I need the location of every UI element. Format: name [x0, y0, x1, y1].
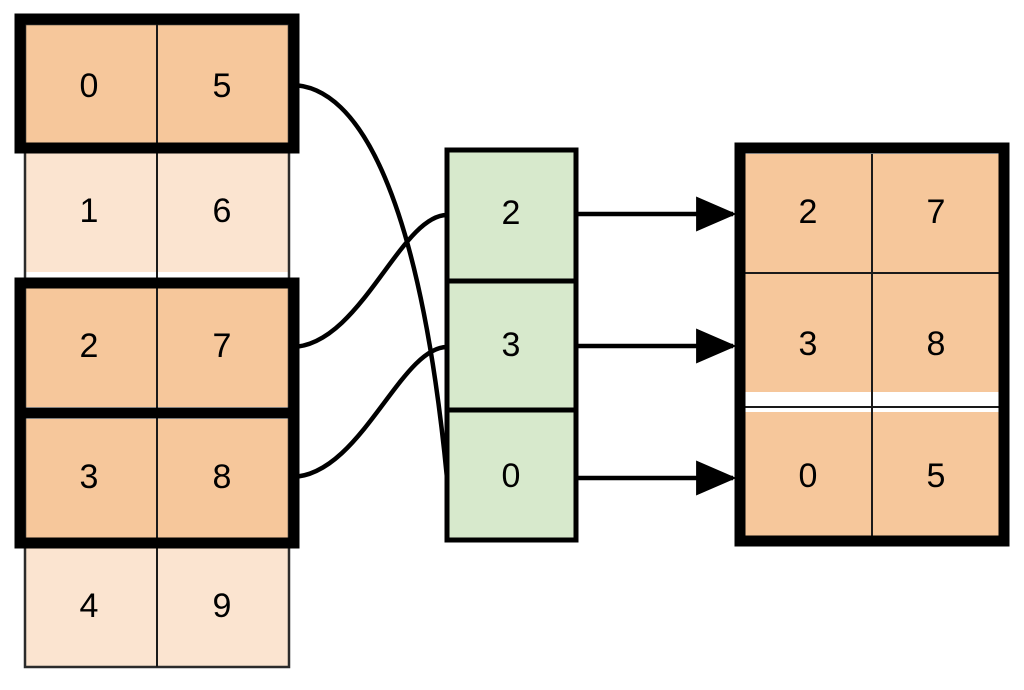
source-cell-3-1[interactable]: [157, 419, 289, 538]
result-cell-0-0[interactable]: [745, 154, 872, 273]
result-table-gridlines: [745, 154, 999, 536]
key-cell-1[interactable]: [448, 281, 574, 410]
source-cell-4-1[interactable]: [157, 548, 289, 667]
result-row-0[interactable]: 2 7: [745, 154, 999, 273]
result-cell-0-1[interactable]: [872, 154, 999, 273]
source-cell-4-0[interactable]: [25, 548, 157, 667]
index-key-column: 2 3 0: [444, 147, 579, 543]
result-cell-1-0[interactable]: [745, 273, 872, 392]
result-table-outline: [734, 142, 1010, 547]
result-row-1[interactable]: 3 8: [745, 273, 999, 392]
curve-source-row0-to-key2: [290, 82, 450, 479]
result-cell-2-0[interactable]: [745, 412, 872, 536]
source-row-1[interactable]: 1 6: [25, 153, 289, 272]
source-cell-2-1[interactable]: [157, 288, 289, 407]
key-cell-2[interactable]: [448, 410, 574, 538]
result-cell-2-1[interactable]: [872, 412, 999, 536]
source-row-4[interactable]: 4 9: [25, 548, 289, 667]
source-cell-2-0[interactable]: [25, 288, 157, 407]
source-row-2[interactable]: 2 7: [25, 288, 289, 407]
source-cell-1-1[interactable]: [157, 153, 289, 272]
source-table: 0 5 1 6 2 7 3 8: [14, 13, 300, 669]
source-cell-3-0[interactable]: [25, 419, 157, 538]
curve-source-row2-to-key0: [290, 212, 448, 350]
curve-source-row3-to-key1: [290, 344, 448, 480]
source-cell-1-0[interactable]: [25, 153, 157, 272]
source-cell-0-1[interactable]: [157, 24, 289, 143]
source-cell-0-0[interactable]: [25, 24, 157, 143]
source-row-0[interactable]: 0 5: [25, 24, 289, 143]
result-row-2[interactable]: 0 5: [745, 412, 999, 536]
key-cell-0[interactable]: [448, 152, 574, 281]
curved-connectors: [290, 82, 450, 480]
source-row-3[interactable]: 3 8: [25, 419, 289, 538]
result-arrows: [578, 196, 737, 496]
result-cell-1-1[interactable]: [872, 273, 999, 392]
result-table: 2 7 3 8 0 5: [734, 142, 1010, 547]
